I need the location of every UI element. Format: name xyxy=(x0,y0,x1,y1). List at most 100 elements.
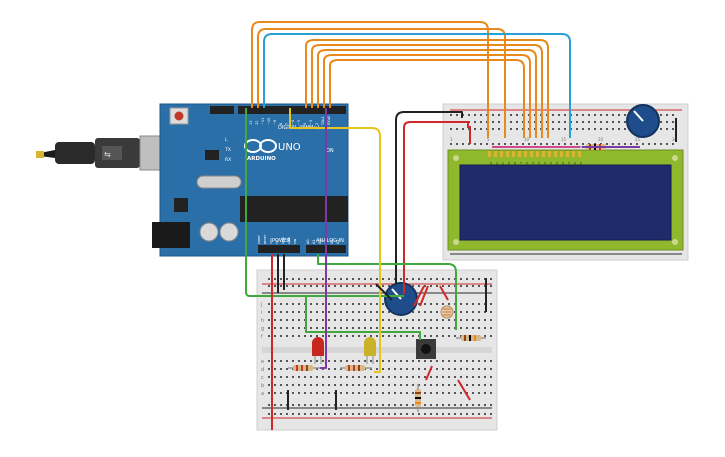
breadboard-hole xyxy=(478,413,480,415)
breadboard-hole xyxy=(448,335,450,337)
breadboard-hole xyxy=(316,285,318,287)
breadboard-hole xyxy=(424,384,426,386)
breadboard-hole xyxy=(322,392,324,394)
breadboard-hole xyxy=(286,285,288,287)
breadboard-hole xyxy=(352,327,354,329)
arduino-board[interactable]: ARDUINO UNO DIGITAL (PWM~) POWER ANALOG … xyxy=(152,103,349,257)
photoresistor[interactable] xyxy=(440,305,454,319)
power-header-label: POWER xyxy=(272,238,291,244)
breadboard-hole xyxy=(430,311,432,313)
power-pin-label: 3V3 xyxy=(269,238,273,244)
breadboard-hole xyxy=(510,143,512,145)
capacitor-2 xyxy=(219,222,239,242)
red-led[interactable] xyxy=(312,337,324,364)
breadboard-hole xyxy=(352,404,354,406)
digital-pin-label: ~11 xyxy=(261,118,265,125)
breadboard-hole xyxy=(460,335,462,337)
column-number: 10 xyxy=(524,137,530,142)
breadboard-hole xyxy=(442,392,444,394)
column-number: 30 xyxy=(672,137,678,142)
breadboard-hole xyxy=(624,114,626,116)
breadboard-hole xyxy=(564,128,566,130)
breadboard-hole xyxy=(274,404,276,406)
breadboard-hole xyxy=(478,392,480,394)
breadboard-hole xyxy=(448,404,450,406)
breadboard-hole xyxy=(376,278,378,280)
breadboard-hole xyxy=(316,303,318,305)
breadboard-hole xyxy=(466,413,468,415)
breadboard-hole xyxy=(310,376,312,378)
wire-blue xyxy=(263,33,571,138)
lcd-pin xyxy=(506,151,509,157)
breadboard-hole xyxy=(298,285,300,287)
breadboard-hole xyxy=(454,413,456,415)
breadboard-hole xyxy=(424,376,426,378)
wire-red-right xyxy=(457,379,471,401)
breadboard-hole xyxy=(352,319,354,321)
breadboard-hole xyxy=(370,319,372,321)
reset-button-cap[interactable] xyxy=(174,111,184,121)
breadboard-hole xyxy=(490,285,492,287)
breadboard-hole xyxy=(346,392,348,394)
breadboard-hole xyxy=(472,311,474,313)
breadboard-hole xyxy=(490,319,492,321)
breadboard-hole xyxy=(466,392,468,394)
yellow-led[interactable] xyxy=(364,337,376,364)
breadboard-hole xyxy=(436,368,438,370)
breadboard-hole xyxy=(466,285,468,287)
breadboard-hole xyxy=(370,327,372,329)
breadboard-hole xyxy=(346,285,348,287)
breadboard-hole xyxy=(370,360,372,362)
breadboard-hole xyxy=(666,128,668,130)
breadboard-hole xyxy=(588,128,590,130)
breadboard-hole xyxy=(474,121,476,123)
capacitor-1 xyxy=(199,222,219,242)
wire-red-btn xyxy=(425,365,433,381)
breadboard-hole xyxy=(558,128,560,130)
breadboard-hole xyxy=(454,392,456,394)
breadboard-hole xyxy=(316,376,318,378)
breadboard-hole xyxy=(400,335,402,337)
breadboard-hole xyxy=(454,360,456,362)
breadboard-hole xyxy=(660,128,662,130)
breadboard-hole xyxy=(406,335,408,337)
breadboard-hole xyxy=(316,335,318,337)
breadboard-hole xyxy=(478,404,480,406)
breadboard-hole xyxy=(516,114,518,116)
breadboard-hole xyxy=(370,392,372,394)
breadboard-hole xyxy=(340,413,342,415)
breadboard-hole xyxy=(334,327,336,329)
breadboard-hole xyxy=(448,413,450,415)
breadboard-hole xyxy=(612,121,614,123)
digital-pin-label: ~9 xyxy=(273,120,277,125)
analog-pin-label: A5 xyxy=(336,239,340,244)
breadboard-hole xyxy=(340,278,342,280)
breadboard-hole xyxy=(456,143,458,145)
breadboard-hole xyxy=(424,319,426,321)
breadboard-hole xyxy=(388,278,390,280)
breadboard-hole xyxy=(388,413,390,415)
push-button[interactable] xyxy=(416,339,436,359)
breadboard-hole xyxy=(472,319,474,321)
breadboard-hole xyxy=(268,303,270,305)
breadboard-hole xyxy=(298,278,300,280)
lcd-pin-label: GND xyxy=(489,162,493,168)
lcd-potentiometer[interactable] xyxy=(626,104,660,138)
breadboard-hole xyxy=(274,392,276,394)
breadboard-hole xyxy=(624,128,626,130)
breadboard-hole xyxy=(418,285,420,287)
breadboard-hole xyxy=(454,384,456,386)
breadboard-hole xyxy=(442,384,444,386)
breadboard-hole xyxy=(412,335,414,337)
breadboard-hole xyxy=(328,335,330,337)
breadboard-hole xyxy=(274,376,276,378)
breadboard-hole xyxy=(388,392,390,394)
breadboard-hole xyxy=(436,303,438,305)
breadboard-hole xyxy=(490,311,492,313)
breadboard-hole xyxy=(304,404,306,406)
wire-purple xyxy=(320,108,327,369)
breadboard-hole xyxy=(582,114,584,116)
breadboard-hole xyxy=(364,327,366,329)
